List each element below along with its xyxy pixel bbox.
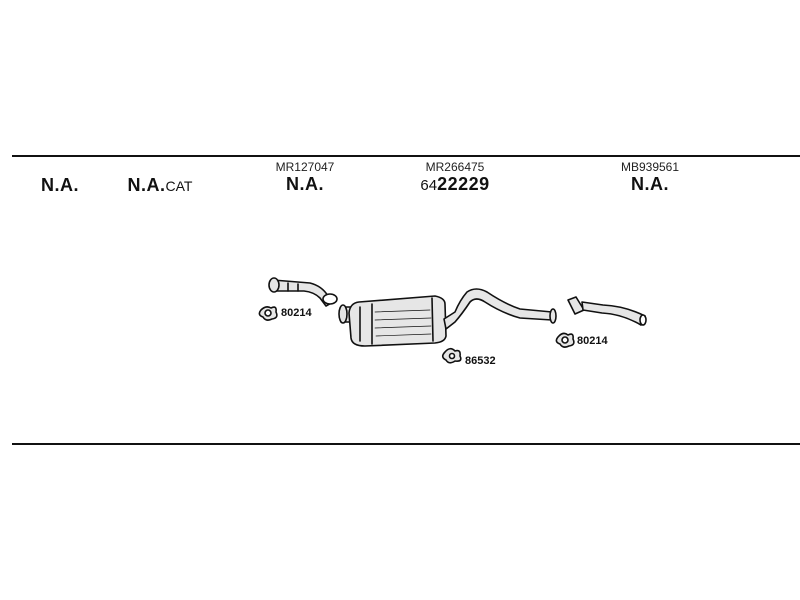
col5-code: MB939561 xyxy=(620,160,680,174)
bottom-rule xyxy=(12,443,800,445)
col4-code: MR266475 xyxy=(425,160,485,174)
col3-main: N.A. xyxy=(286,174,324,194)
gasket-left-icon xyxy=(258,306,278,321)
col4-main: 22229 xyxy=(437,174,490,194)
col2-caption: N.A.CAT xyxy=(110,175,210,196)
top-rule xyxy=(12,155,800,157)
muffler-assembly xyxy=(338,288,557,347)
gasket-right-icon xyxy=(555,332,575,348)
col5-main: N.A. xyxy=(631,174,669,194)
rear-pipe xyxy=(567,296,647,326)
col3-code: MR127047 xyxy=(275,160,335,174)
col5-caption: MB939561 N.A. xyxy=(600,160,700,195)
gasket-right-label: 80214 xyxy=(577,335,608,347)
col4-prefix: 64 xyxy=(420,177,438,194)
front-pipe xyxy=(268,277,338,307)
col1-main: N.A. xyxy=(41,175,79,195)
col3-caption: MR127047 N.A. xyxy=(255,160,355,195)
gasket-left-label: 80214 xyxy=(281,307,312,319)
col1-caption: N.A. xyxy=(30,175,90,196)
hanger-icon xyxy=(441,347,462,364)
col2-suffix: CAT xyxy=(165,178,193,194)
hanger-label: 86532 xyxy=(465,355,496,367)
col4-caption: MR266475 6422229 xyxy=(400,160,510,195)
col2-main: N.A. xyxy=(127,175,166,195)
